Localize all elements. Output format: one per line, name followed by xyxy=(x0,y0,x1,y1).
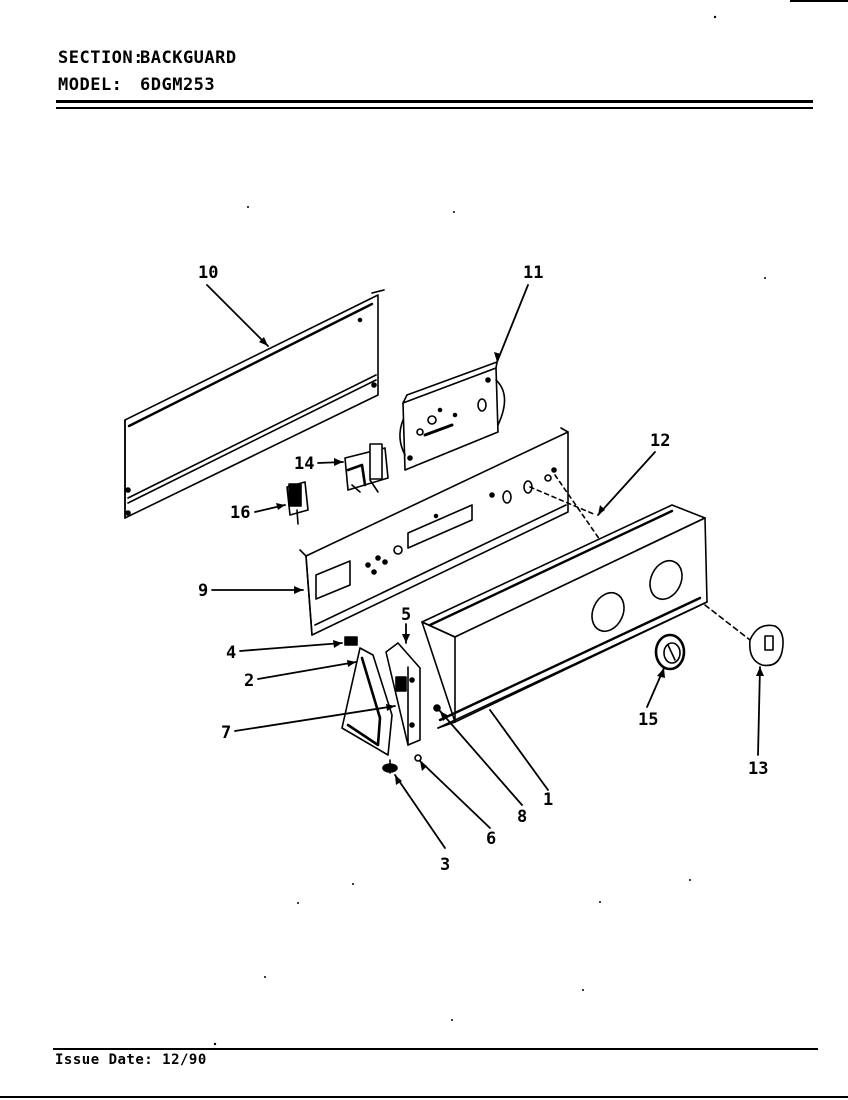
bottom-edge-rule xyxy=(0,1096,848,1098)
part-7-8-fasteners xyxy=(395,676,441,712)
section-row: SECTION:BACKGUARD xyxy=(58,48,237,68)
callout-labels: 10 11 12 14 16 9 5 4 2 7 1 8 6 3 15 13 xyxy=(198,263,768,875)
part-16-switch xyxy=(286,481,309,525)
section-value: BACKGUARD xyxy=(140,48,237,68)
part-6-screw xyxy=(414,754,422,762)
callout-1: 1 xyxy=(543,790,553,810)
scan-specks xyxy=(213,15,766,1046)
top-right-edge-rule xyxy=(790,0,848,2)
callout-5: 5 xyxy=(401,605,411,625)
part-1-backguard-shroud xyxy=(421,504,708,729)
issue-date: Issue Date: 12/90 xyxy=(55,1052,207,1068)
callout-2: 2 xyxy=(244,671,254,691)
leader-lines xyxy=(206,284,761,849)
callout-11: 11 xyxy=(523,263,543,283)
part-9-control-panel xyxy=(299,427,601,636)
callout-10: 10 xyxy=(198,263,218,283)
header-rule-bottom xyxy=(56,107,813,109)
callout-14: 14 xyxy=(294,454,314,474)
callout-3: 3 xyxy=(440,855,450,875)
leader-arrowheads xyxy=(259,337,764,785)
callout-15: 15 xyxy=(638,710,658,730)
callout-12: 12 xyxy=(650,431,670,451)
callout-13: 13 xyxy=(748,759,768,779)
part-4-clip xyxy=(344,636,358,646)
model-row: MODEL: 6DGM253 xyxy=(58,75,215,95)
callout-16: 16 xyxy=(230,503,250,523)
section-label: SECTION: xyxy=(58,48,144,68)
part-11-timer xyxy=(399,361,506,471)
part-13-end-cap xyxy=(704,604,784,667)
model-label: MODEL: xyxy=(58,75,123,95)
model-value: 6DGM253 xyxy=(140,75,216,95)
callout-4: 4 xyxy=(226,643,236,663)
part-5-bracket xyxy=(385,642,421,746)
callout-7: 7 xyxy=(221,723,231,743)
part-15-knob xyxy=(654,633,686,671)
callout-9: 9 xyxy=(198,581,208,601)
footer-rule xyxy=(53,1048,818,1050)
part-14-switch xyxy=(344,443,389,493)
callout-8: 8 xyxy=(517,807,527,827)
header-rule-top xyxy=(56,100,813,103)
callout-6: 6 xyxy=(486,829,496,849)
part-3-foot xyxy=(382,759,398,774)
part-10-rear-panel xyxy=(124,289,385,519)
